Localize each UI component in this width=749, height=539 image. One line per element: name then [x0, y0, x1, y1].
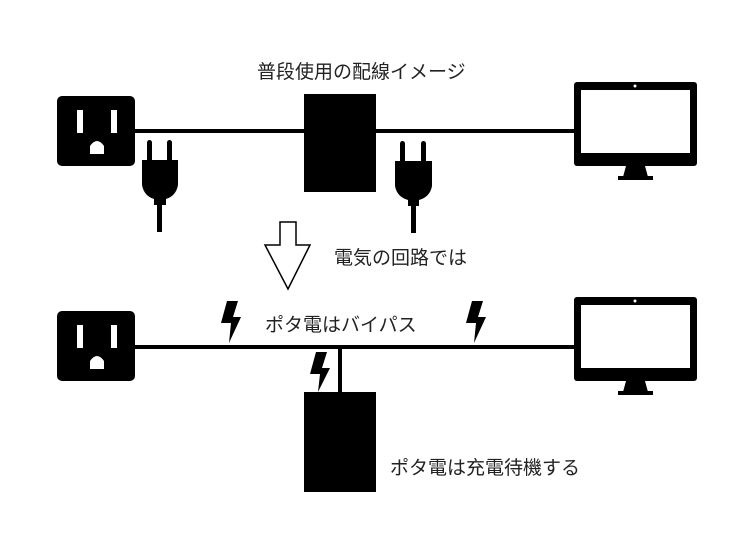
transition-label: 電気の回路では — [334, 247, 468, 269]
lightning-bolt-icon — [221, 301, 241, 343]
lightning-bolt-icon — [310, 352, 330, 392]
bypass-label: ポタ電はバイパス — [265, 314, 417, 336]
down-arrow-outline-icon — [263, 221, 312, 291]
top-section-title: 普段使用の配線イメージ — [257, 61, 466, 83]
outlet-icon — [57, 96, 135, 166]
standby-label: ポタ電は充電待機する — [390, 457, 581, 479]
outlet-icon — [57, 311, 135, 381]
portable-battery-icon — [304, 392, 376, 492]
monitor-icon — [574, 82, 697, 180]
plug-icon — [142, 140, 178, 232]
portable-battery-icon — [304, 94, 376, 192]
plug-icon — [395, 141, 432, 233]
monitor-icon — [574, 297, 697, 395]
lightning-bolt-icon — [466, 301, 486, 343]
